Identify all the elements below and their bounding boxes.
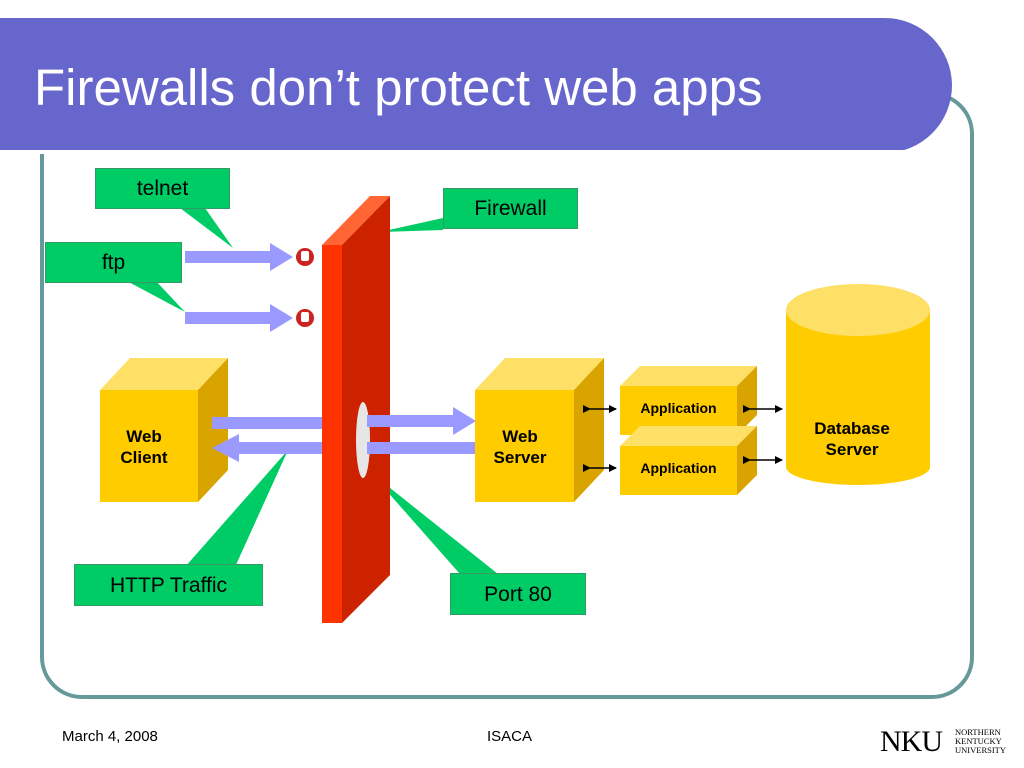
ftp-blocked-arrow <box>185 304 293 332</box>
database-server-text: Database Server <box>814 419 890 460</box>
database-server-label: Database Server <box>786 418 918 461</box>
footer-center: ISACA <box>487 728 533 745</box>
telnet-blocked-arrow <box>185 243 293 271</box>
web-server-label: Web Server <box>475 426 565 469</box>
port-callout-pointer <box>370 472 498 574</box>
ftp-callout-pointer <box>125 280 185 312</box>
ftp-callout: ftp <box>45 242 182 283</box>
telnet-callout-pointer <box>180 208 233 248</box>
title-underline <box>0 150 905 154</box>
firewall-wall <box>322 196 390 623</box>
firewall-callout: Firewall <box>443 188 578 229</box>
title-bar: Firewalls don’t protect web apps <box>0 18 952 154</box>
application-label-1: Application <box>640 400 717 416</box>
port80-arrow-inbound <box>367 407 476 435</box>
http-callout-pointer <box>185 450 288 567</box>
port80-callout: Port 80 <box>450 573 586 615</box>
web-client-label: Web Client <box>100 426 188 469</box>
stop-hand-icon <box>294 307 316 329</box>
http-traffic-callout: HTTP Traffic <box>74 564 263 606</box>
nku-logo: NKU <box>880 725 943 758</box>
application-box-2 <box>620 426 757 495</box>
web-client-text: Web Client <box>120 427 168 468</box>
footer-date: March 4, 2008 <box>62 728 158 745</box>
application-label-2: Application <box>640 460 717 476</box>
web-server-text: Web Server <box>493 427 547 468</box>
web-client-box <box>100 358 228 502</box>
stop-hand-icon <box>294 246 316 268</box>
slide-title: Firewalls don’t protect web apps <box>34 59 763 116</box>
firewall-callout-pointer <box>380 218 443 232</box>
nku-logo-wordmark: NORTHERN KENTUCKY UNIVERSITY <box>955 727 1006 755</box>
database-cylinder <box>786 284 930 485</box>
nku-logo-text: NORTHERN KENTUCKY UNIVERSITY <box>955 728 1006 755</box>
telnet-callout: telnet <box>95 168 230 209</box>
http-arrow-inbound <box>212 434 322 462</box>
http-arrow-outbound <box>212 417 322 429</box>
port80-arrow-outbound <box>367 442 476 454</box>
